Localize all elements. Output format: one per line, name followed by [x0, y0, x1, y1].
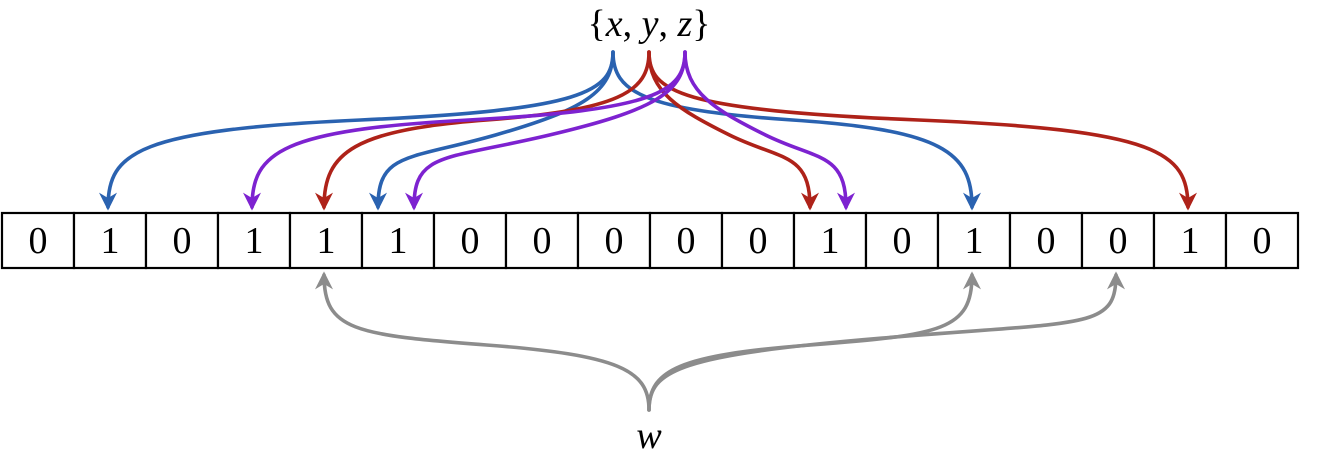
query-arrow-w	[315, 271, 651, 412]
bit-value: 1	[821, 220, 840, 262]
bit-cell: 0	[0, 211, 76, 270]
bit-cell: 1	[792, 211, 868, 270]
bit-cell: 1	[216, 211, 292, 270]
hash-arrow-z	[405, 50, 687, 211]
bit-cell-box	[432, 211, 508, 270]
bit-value: 0	[29, 220, 48, 262]
bit-cell: 1	[72, 211, 148, 270]
bit-value: 0	[173, 220, 192, 262]
bit-array: 0 1 0 1 1 1 0 0 0 0 0 1 0 1 0 0 1 0	[0, 211, 1300, 270]
bit-value: 1	[965, 220, 984, 262]
hash-arrow-x	[369, 50, 615, 211]
set-item-z: z	[676, 3, 692, 45]
bit-cell: 0	[432, 211, 508, 270]
query-element-label: w	[636, 415, 662, 457]
bit-value: 1	[1181, 220, 1200, 262]
element-set-label: {x, y, z}	[587, 3, 710, 45]
bit-value: 1	[245, 220, 264, 262]
set-separator: ,	[623, 3, 642, 45]
bit-cell: 1	[288, 211, 364, 270]
hash-arrow-x	[99, 50, 615, 211]
set-item-x: x	[605, 3, 623, 45]
bit-cell: 0	[1008, 211, 1084, 270]
bit-cell: 1	[936, 211, 1012, 270]
bit-cell-box	[1008, 211, 1084, 270]
hash-arrow-z	[683, 50, 855, 211]
bit-cell-box	[1224, 211, 1300, 270]
bit-cell: 0	[1224, 211, 1300, 270]
bit-cell: 0	[576, 211, 652, 270]
hash-arrow-z	[243, 50, 687, 211]
set-close-brace: }	[692, 3, 710, 45]
bit-value: 0	[1037, 220, 1056, 262]
bit-value: 0	[893, 220, 912, 262]
bit-cell-box	[720, 211, 796, 270]
bit-cell: 0	[144, 211, 220, 270]
bit-cell-box	[1080, 211, 1156, 270]
bit-value: 1	[317, 220, 336, 262]
bit-value: 1	[101, 220, 120, 262]
bit-value: 0	[605, 220, 624, 262]
hash-arrows-group	[99, 50, 1197, 211]
hash-arrow-y	[647, 50, 819, 211]
bit-cell-box	[576, 211, 652, 270]
query-arrow-w	[647, 271, 981, 412]
bit-cell: 1	[360, 211, 436, 270]
query-arrow-w	[647, 271, 1125, 412]
bit-value: 0	[533, 220, 552, 262]
bit-cell-box	[864, 211, 940, 270]
bit-cell: 0	[648, 211, 724, 270]
bit-value: 1	[389, 220, 408, 262]
set-item-y: y	[638, 3, 659, 45]
bit-cell: 0	[864, 211, 940, 270]
bit-cell: 1	[1152, 211, 1228, 270]
hash-arrow-y	[647, 50, 1197, 211]
bit-cell: 0	[1080, 211, 1156, 270]
bit-value: 0	[1109, 220, 1128, 262]
set-open-brace: {	[587, 3, 605, 45]
hash-arrow-x	[611, 50, 981, 211]
query-arrows-group	[315, 271, 1125, 412]
bit-value: 0	[749, 220, 768, 262]
bit-cell-box	[288, 211, 364, 270]
set-separator: ,	[658, 3, 677, 45]
bit-value: 0	[1253, 220, 1272, 262]
bit-value: 0	[677, 220, 696, 262]
bit-cell-box	[144, 211, 220, 270]
bit-cell: 0	[504, 211, 580, 270]
bit-value: 0	[461, 220, 480, 262]
bit-cell: 0	[720, 211, 796, 270]
